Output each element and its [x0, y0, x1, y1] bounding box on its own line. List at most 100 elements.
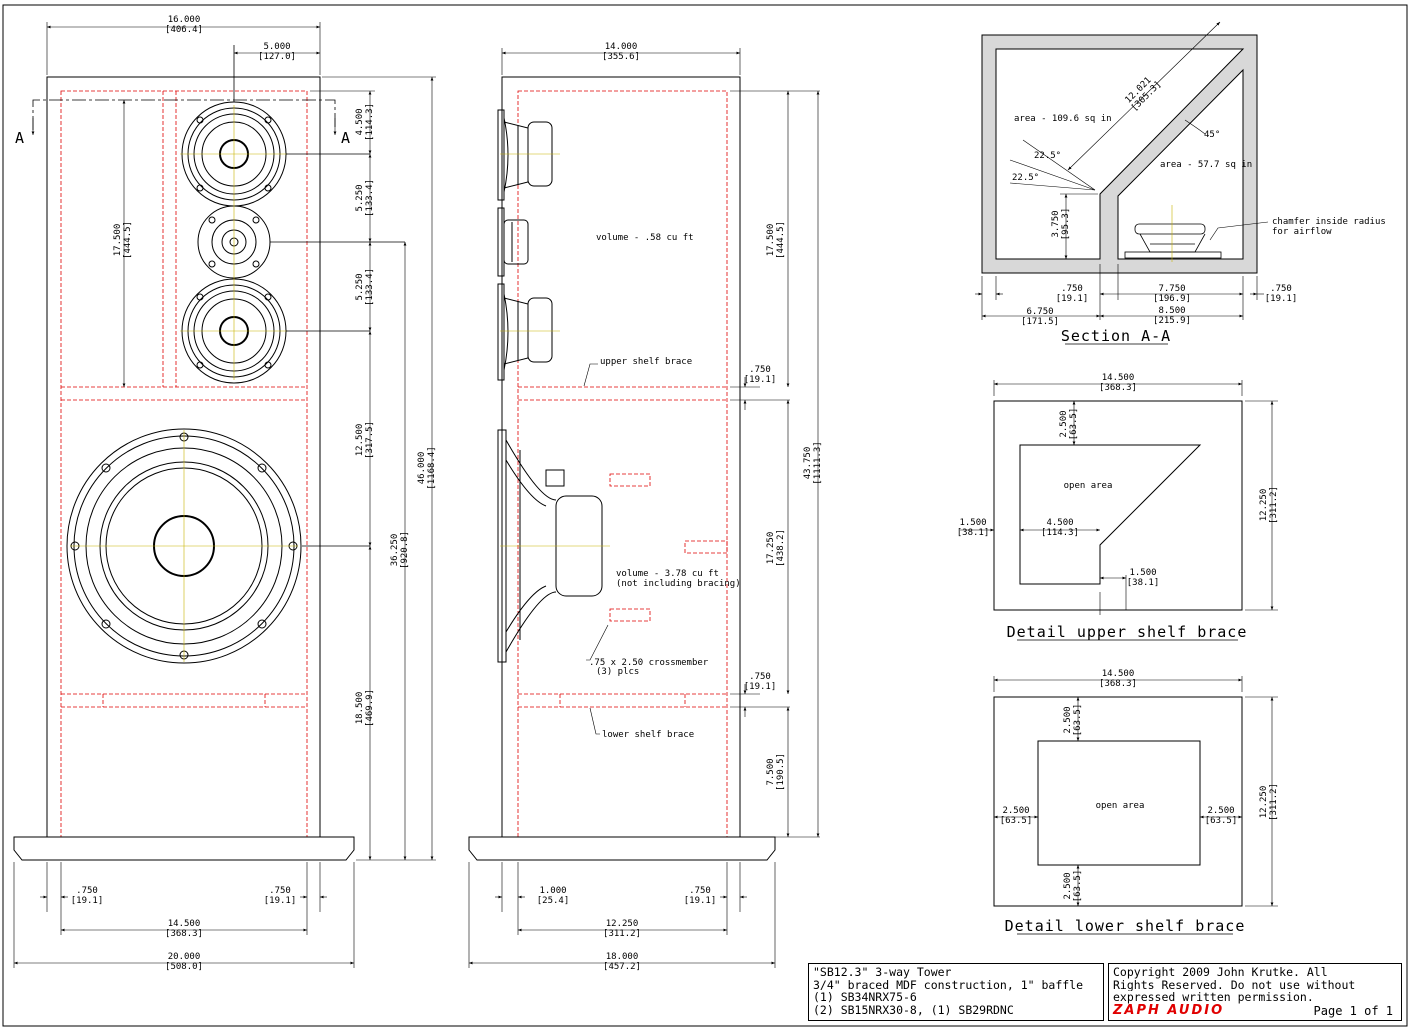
- dimension-text: [368.3]: [1099, 383, 1137, 393]
- section-cut-line: [32, 99, 336, 130]
- dimension-text: [95.3]: [1061, 208, 1071, 241]
- title-block-project: "SB12.3" 3-way Tower 3/4" braced MDF con…: [808, 963, 1104, 1021]
- dimension-text: .750: [689, 886, 711, 896]
- dimension-text: [311.2]: [1269, 783, 1279, 821]
- dimension-text: [920.8]: [400, 531, 410, 569]
- dimension-text: [114.3]: [1041, 528, 1079, 538]
- dimension-text: [133.4]: [365, 179, 375, 217]
- section-angle-lines: [1009, 119, 1269, 241]
- lower-brace-outline: [993, 696, 1243, 907]
- side-tweeter: [497, 207, 529, 277]
- dimension-text: 7.500: [766, 758, 776, 785]
- dimension-text: [63.5]: [1205, 816, 1238, 826]
- upper-brace-labels: 14.500[368.3]2.500[63.5]12.250[311.2]1.5…: [957, 373, 1279, 641]
- dimension-text: 43.750: [803, 447, 813, 480]
- chamfer-note: chamfer inside radius: [1272, 217, 1386, 227]
- side-labels: 14.000[355.6]17.500[444.5].750[19.1]43.7…: [537, 42, 823, 972]
- area-left-note: area - 109.6 sq in: [1014, 114, 1112, 124]
- section-dimension-lines: [975, 21, 1264, 320]
- dimension-text: 2.500: [1059, 410, 1069, 437]
- dimension-text: [38.1]: [1127, 578, 1160, 588]
- dimension-text: 20.000: [168, 952, 201, 962]
- section-driver: [1124, 205, 1222, 262]
- copyright-line-2: Rights Reserved. Do not use without: [1113, 978, 1356, 992]
- dimension-text: 17.250: [766, 532, 776, 565]
- title-block: "SB12.3" 3-way Tower 3/4" braced MDF con…: [808, 963, 1402, 1023]
- dimension-text: [19.1]: [744, 375, 777, 385]
- upper-volume-note: volume - .58 cu ft: [596, 233, 694, 243]
- dimension-text: .750: [749, 672, 771, 682]
- dimension-text: [368.3]: [1099, 679, 1137, 689]
- dimension-text: [171.5]: [1021, 317, 1059, 327]
- dimension-text: [63.5]: [1069, 408, 1079, 441]
- dimension-text: 17.500: [766, 224, 776, 257]
- dimension-text: 1.500: [1129, 568, 1156, 578]
- dimension-text: [444.5]: [776, 221, 786, 259]
- lower-open-area-label: open area: [1096, 801, 1145, 811]
- dimension-text: 18.000: [606, 952, 639, 962]
- side-cabinet-outline: [501, 76, 741, 838]
- dimension-text: [63.5]: [1000, 816, 1033, 826]
- dimension-text: [38.1]: [957, 528, 990, 538]
- dimension-text: [63.5]: [1073, 704, 1083, 737]
- dimension-text: 12.500: [355, 424, 365, 457]
- lower-brace-note: lower shelf brace: [602, 730, 694, 740]
- dimension-text: [457.2]: [603, 962, 641, 972]
- side-centerlines: [500, 153, 610, 547]
- upper-detail-title: Detail upper shelf brace: [1007, 623, 1248, 641]
- side-midrange-top: [497, 109, 553, 201]
- dimension-text: 12.250: [1259, 489, 1269, 522]
- lower-volume-note: volume - 3.78 cu ft: [616, 569, 719, 579]
- upper-dimension-lines: [960, 380, 1278, 615]
- dimension-text: [19.1]: [1056, 294, 1089, 304]
- upper-open-area: [1019, 444, 1202, 585]
- upper-brace-note: upper shelf brace: [600, 357, 692, 367]
- sheet-border: [2, 4, 1408, 1027]
- dimension-text: [63.5]: [1073, 870, 1083, 903]
- dimension-text: 18.500: [355, 692, 365, 725]
- copyright-line-3: expressed written permission.: [1113, 991, 1314, 1004]
- dimension-text: 2.500: [1207, 806, 1234, 816]
- dimension-text: [406.4]: [165, 25, 203, 35]
- dimension-text: 2.500: [1063, 706, 1073, 733]
- page-number: Page 1 of 1: [1313, 1004, 1393, 1019]
- project-title: "SB12.3" 3-way Tower: [813, 966, 952, 979]
- dimension-text: 2.500: [1002, 806, 1029, 816]
- front-leaders: [233, 45, 405, 547]
- crossmember-note-2: (3) plcs: [596, 667, 639, 677]
- dimension-text: 4.500: [355, 108, 365, 135]
- dimension-text: [19.1]: [264, 896, 297, 906]
- section-walls: [981, 34, 1258, 274]
- section-title: Section A-A: [1061, 327, 1171, 345]
- dimension-text: 16.000: [168, 15, 201, 25]
- dimension-text: 14.000: [605, 42, 638, 52]
- dimension-text: [19.1]: [71, 896, 104, 906]
- woofer-part: (1) SB34NRX75-6: [813, 991, 917, 1004]
- dimension-text: [19.1]: [744, 682, 777, 692]
- dimension-text: 14.500: [1102, 669, 1135, 679]
- upper-brace-outline: [993, 400, 1243, 611]
- dimension-text: [114.3]: [365, 103, 375, 141]
- dimension-text: [133.4]: [365, 268, 375, 306]
- dimension-text: [190.5]: [776, 753, 786, 791]
- mid-tweeter-parts: (2) SB15NRX30-8, (1) SB29RDNC: [813, 1003, 1014, 1017]
- dimension-text: 8.500: [1158, 306, 1185, 316]
- dimension-text: .750: [269, 886, 291, 896]
- front-cabinet-outline: [46, 76, 321, 838]
- side-view: [468, 48, 820, 968]
- dimension-text: [1111.3]: [813, 441, 823, 484]
- dimension-text: 6.750: [1026, 307, 1053, 317]
- front-plinth: [13, 836, 355, 861]
- dimension-text: 5.250: [355, 184, 365, 211]
- dimension-text: .750: [749, 365, 771, 375]
- lower-open-area: [1037, 740, 1201, 866]
- dimension-text: [311.2]: [1269, 486, 1279, 524]
- dimension-text: [1168.4]: [427, 446, 437, 489]
- lower-volume-note-2: (not including bracing): [616, 579, 741, 589]
- dimension-text: .750: [1270, 284, 1292, 294]
- dimension-text: [355.6]: [602, 52, 640, 62]
- dimension-text: 7.750: [1158, 284, 1185, 294]
- chamfer-note-2: for airflow: [1272, 227, 1332, 237]
